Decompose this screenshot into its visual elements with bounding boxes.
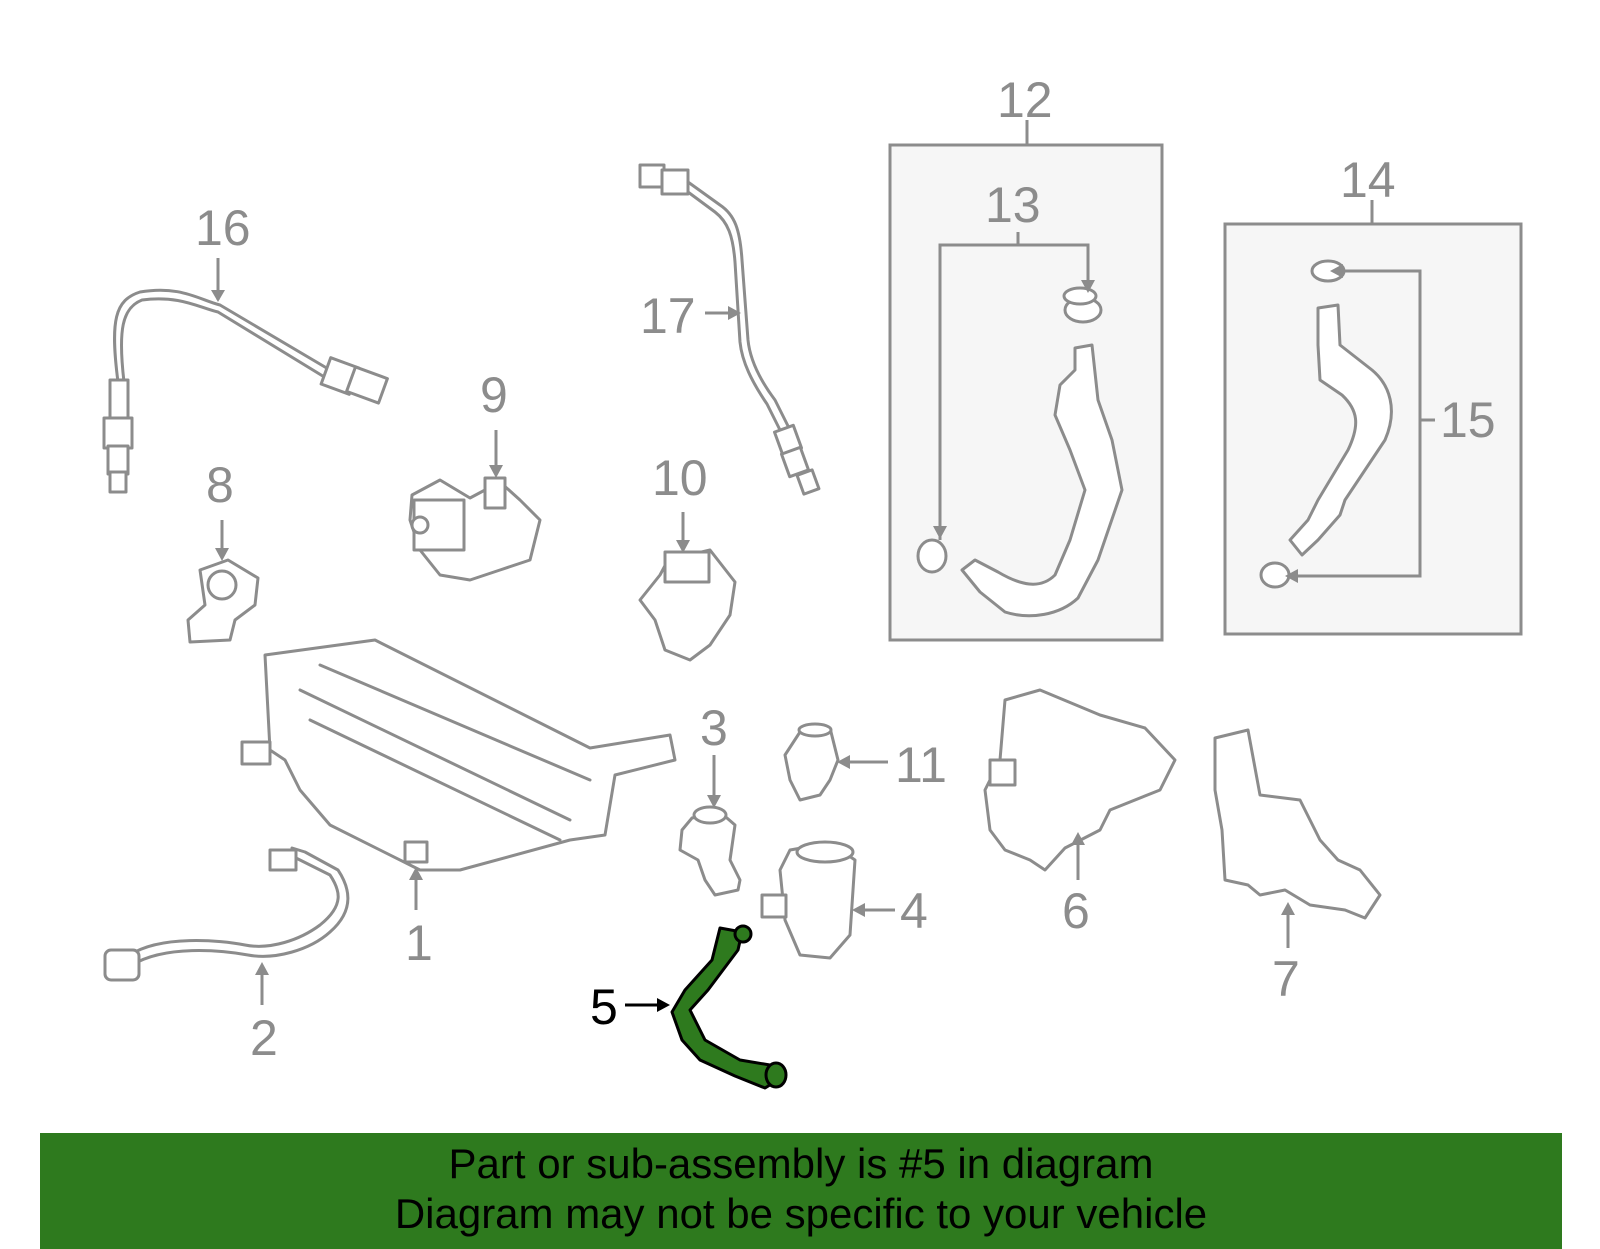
callout-label-7: 7 — [1272, 951, 1300, 1007]
part-7-bracket[interactable] — [1213, 728, 1382, 948]
callout-label-13: 13 — [985, 177, 1041, 233]
callout-label-10: 10 — [652, 450, 708, 506]
callout-label-2: 2 — [250, 1010, 278, 1066]
callout-label-8: 8 — [206, 457, 234, 513]
part-15-hose-with-clamps[interactable] — [1259, 259, 1435, 589]
info-banner: Part or sub-assembly is #5 in diagram Di… — [40, 1133, 1562, 1249]
part-16-oxygen-sensor[interactable] — [102, 258, 389, 494]
callout-label-3: 3 — [700, 700, 728, 756]
banner-line-2: Diagram may not be specific to your vehi… — [394, 1190, 1208, 1237]
part-10-valve[interactable] — [638, 512, 737, 662]
callout-label-12: 12 — [997, 72, 1053, 128]
callout-label-9: 9 — [480, 367, 508, 423]
part-13-hose-with-clamps[interactable] — [916, 232, 1124, 618]
callout-label-11: 11 — [895, 737, 947, 793]
callout-label-4: 4 — [900, 883, 928, 939]
callout-label-17: 17 — [640, 288, 696, 344]
callout-label-5: 5 — [590, 979, 618, 1035]
part-6-vacuum-valve[interactable] — [983, 688, 1177, 880]
banner-line-1: Part or sub-assembly is #5 in diagram — [448, 1140, 1154, 1187]
part-11-check-valve[interactable] — [783, 722, 888, 802]
callout-label-15: 15 — [1440, 392, 1496, 448]
part-17-oxygen-sensor[interactable] — [638, 163, 821, 496]
callout-label-14: 14 — [1340, 152, 1396, 208]
part-4-filter[interactable] — [760, 840, 895, 960]
part-2-hose[interactable] — [103, 846, 350, 1005]
part-8-sensor[interactable] — [186, 520, 260, 644]
part-5-hose-highlighted[interactable] — [625, 924, 788, 1090]
part-3-fitting[interactable] — [678, 755, 742, 897]
callout-label-16: 16 — [195, 200, 251, 256]
part-1-charcoal-canister[interactable] — [240, 638, 677, 910]
callout-label-1: 1 — [405, 915, 433, 971]
part-9-purge-valve[interactable] — [408, 430, 542, 582]
callout-label-6: 6 — [1062, 883, 1090, 939]
